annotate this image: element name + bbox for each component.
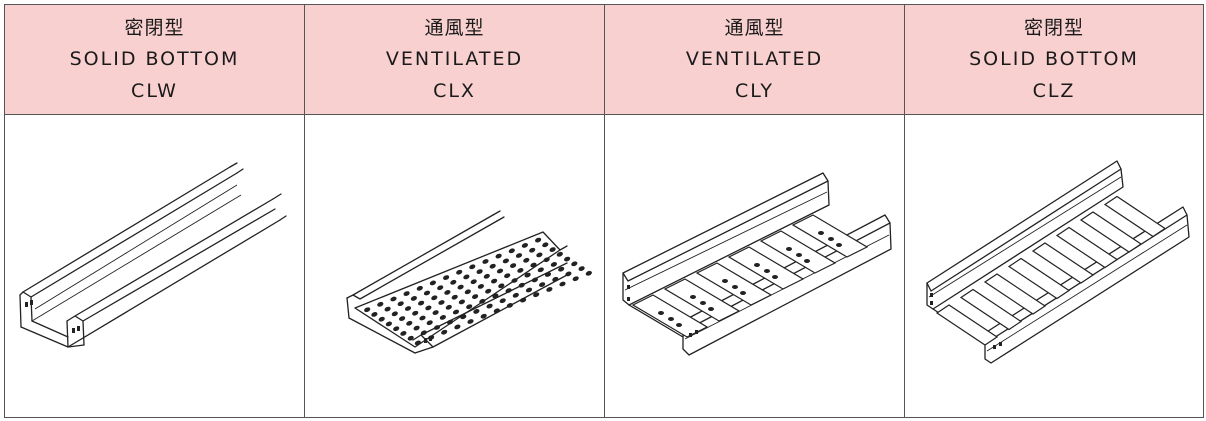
cable-tray-table: 密閉型 SOLID BOTTOM CLW 通風型 VENTILATED CLX … [4,4,1204,418]
image-cell-cly [605,115,905,417]
header-code-label: CLY [735,79,774,102]
ventilated-trough-cable-tray-icon [622,172,892,356]
perforated-cable-tray-icon [346,210,592,354]
header-type-label: SOLID BOTTOM [69,47,240,70]
header-type-label: VENTILATED [385,47,524,70]
header-type-label: VENTILATED [685,47,824,70]
column-header-clx: 通風型 VENTILATED CLX [305,5,605,115]
header-jp-label: 通風型 [724,16,785,39]
ladder-cable-tray-icon [926,160,1190,364]
column-header-cly: 通風型 VENTILATED CLY [605,5,905,115]
header-jp-label: 通風型 [424,16,485,39]
header-code-label: CLZ [1032,79,1076,102]
image-cell-clx [305,115,605,417]
image-cell-clz [905,115,1203,417]
header-jp-label: 密閉型 [124,16,185,39]
column-header-clz: 密閉型 SOLID BOTTOM CLZ [905,5,1203,115]
header-code-label: CLX [433,79,476,102]
column-header-clw: 密閉型 SOLID BOTTOM CLW [5,5,305,115]
image-cell-clw [5,115,305,417]
header-jp-label: 密閉型 [1023,16,1084,39]
header-code-label: CLW [131,79,178,102]
solid-bottom-cable-tray-icon [19,162,287,348]
header-type-label: SOLID BOTTOM [969,47,1139,70]
